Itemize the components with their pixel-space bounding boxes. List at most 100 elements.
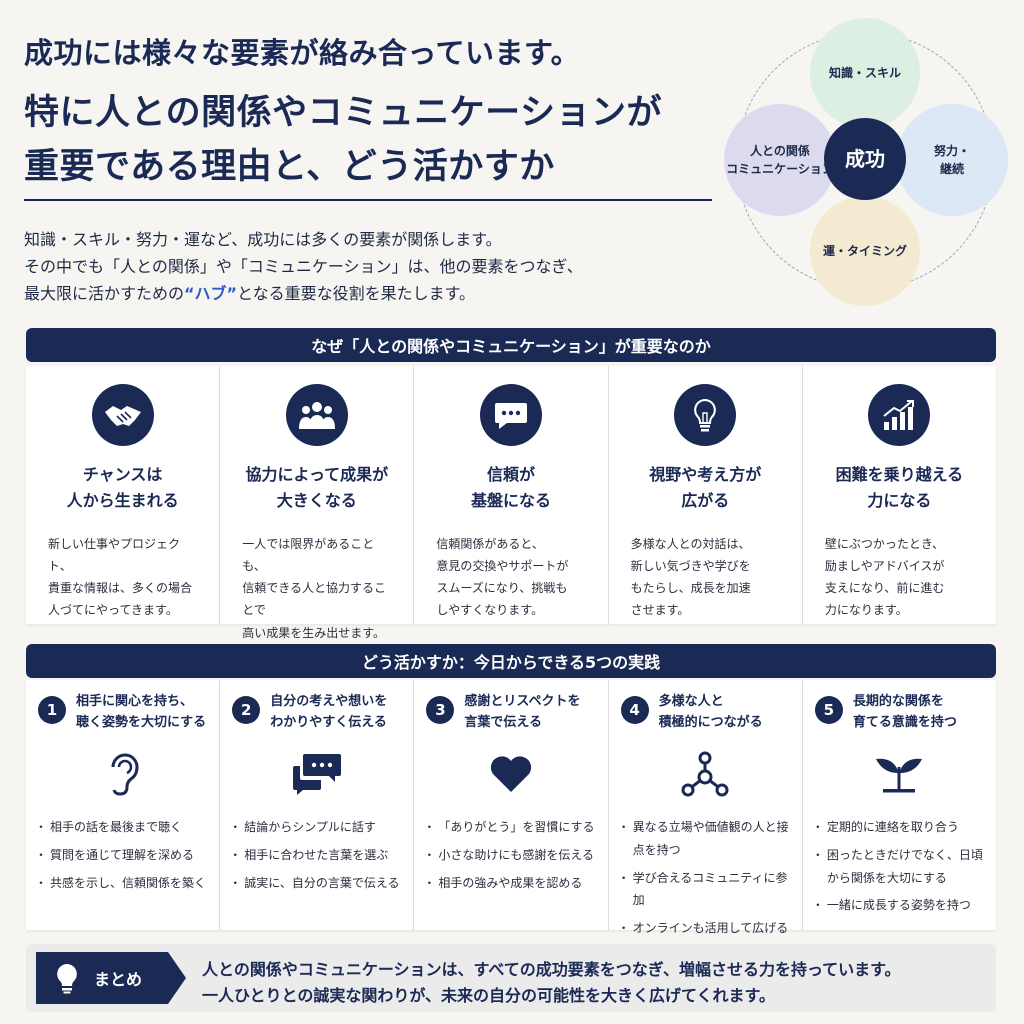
title-line: 協力によって成果が	[245, 465, 389, 484]
practice-card: 1 相手に関心を持ち、聴く姿勢を大切にする 相手の話を最後まで聴く 質問を通じて…	[26, 680, 221, 930]
title-line: 人から生まれる	[66, 491, 179, 511]
title-line: 視野や考え方が	[649, 465, 762, 484]
why-card-description: 一人では限界があることも、信頼できる人と協力することで高い成果を生み出せます。	[242, 533, 392, 644]
desc-line: スムーズになり、挑戦も	[436, 581, 568, 596]
desc-line: 励ましやアドバイスが	[824, 558, 945, 573]
factor-people-circle: 人との関係コミュニケーション	[724, 104, 836, 216]
desc-line: 信頼関係があると、	[436, 536, 544, 551]
title-line: 多様な人と	[658, 694, 724, 709]
factor-label: 人との関係コミュニケーション	[726, 142, 834, 178]
intro-text-line-3: 最大限に活かすための“ハブ”となる重要な役割を果たします。	[24, 280, 475, 304]
list-item: 小さな助けにも感謝を伝える	[423, 844, 604, 867]
hero-divider	[24, 199, 712, 201]
practice-title: 自分の考えや想いをわかりやすく伝える	[270, 692, 420, 734]
why-card-description: 多様な人との対話は、新しい気づきや学びをもたらし、成長を加速させます。	[631, 533, 781, 622]
factor-label-line: コミュニケーション	[726, 162, 834, 176]
desc-line: 新しい気づきや学びを	[630, 558, 751, 573]
title-line: 信頼が	[487, 465, 536, 484]
factor-label: 運・タイミング	[822, 244, 907, 258]
list-item: 学び合えるコミュニティに参加	[618, 867, 799, 913]
title-line: 長期的な関係を	[852, 694, 944, 709]
list-item: 質問を通じて理解を深める	[35, 844, 216, 867]
practice-number: 1	[38, 696, 66, 724]
hub-emphasis: “ハブ”	[184, 284, 238, 303]
why-card-description: 新しい仕事やプロジェクト、貴重な情報は、多くの場合人づてにやってきます。	[48, 533, 198, 622]
practice-title: 感謝とリスペクトを言葉で伝える	[464, 692, 614, 734]
group-icon	[285, 384, 348, 446]
why-card-description: 信頼関係があると、意見の交換やサポートがスムーズになり、挑戦もしやすくなります。	[436, 533, 586, 622]
desc-line: 人づてにやってきます。	[48, 603, 178, 618]
lightbulb-icon	[57, 964, 77, 994]
success-center-circle: 成功	[824, 118, 906, 200]
title-line: 感謝とリスペクトを	[464, 694, 581, 709]
practice-list: 結論からシンプルに話す 相手に合わせた言葉を選ぶ 誠実に、自分の言葉で伝える	[229, 816, 410, 899]
desc-line: 一人では限界があることも、	[242, 536, 375, 573]
sprout-icon	[871, 746, 927, 802]
intro-text-part: 最大限に活かすための	[24, 284, 185, 303]
title-line: 相手に関心を持ち、	[76, 694, 194, 709]
handshake-icon	[91, 384, 154, 446]
practice-title: 多様な人と積極的につながる	[659, 692, 809, 734]
desc-line: しやすくなります。	[436, 603, 544, 618]
title-line: 大きくなる	[276, 491, 357, 511]
how-cards-row: 1 相手に関心を持ち、聴く姿勢を大切にする 相手の話を最後まで聴く 質問を通じて…	[26, 680, 997, 940]
network-icon	[677, 746, 733, 802]
hero-title-line-1: 成功には様々な要素が絡み合っています。	[24, 36, 581, 70]
practice-list: 相手の話を最後まで聴く 質問を通じて理解を深める 共感を示し、信頼関係を築く	[35, 816, 216, 899]
title-line: 自分の考えや想いを	[270, 694, 388, 709]
list-item: 相手に合わせた言葉を選ぶ	[229, 844, 410, 867]
why-card-title: 困難を乗り越える力になる	[803, 462, 996, 515]
growth-chart-icon	[868, 384, 931, 446]
list-item: 共感を示し、信頼関係を築く	[35, 872, 216, 895]
title-line: 育てる意識を持つ	[852, 714, 957, 730]
desc-line: もたらし、成長を加速	[630, 581, 751, 596]
list-item: 困ったときだけでなく、日頃から関係を大切にする	[812, 844, 993, 890]
desc-line: させます。	[630, 603, 690, 618]
why-card: 信頼が基盤になる 信頼関係があると、意見の交換やサポートがスムーズになり、挑戦も…	[414, 366, 609, 624]
factor-label: 努力・継続	[934, 142, 970, 178]
desc-line: 壁にぶつかったとき、	[824, 536, 944, 551]
desc-line: 高い成果を生み出せます。	[242, 625, 386, 640]
hero-title-line-2: 特に人との関係やコミュニケーションが	[24, 92, 662, 133]
practice-number: 5	[814, 696, 843, 724]
why-card-title: 視野や考え方が広がる	[609, 462, 802, 515]
desc-line: 多様な人との対話は、	[630, 536, 751, 551]
practice-number: 3	[426, 696, 455, 724]
factor-luck-circle: 運・タイミング	[810, 196, 920, 306]
factor-label-line: 継続	[939, 162, 964, 176]
practice-title: 相手に関心を持ち、聴く姿勢を大切にする	[76, 692, 226, 734]
intro-text-line-2: その中でも「人との関係」や「コミュニケーション」は、他の要素をつなぎ、	[24, 257, 583, 276]
chat-bubble-icon	[480, 384, 542, 446]
desc-line: 信頼できる人と協力することで	[242, 581, 386, 618]
why-cards-row: チャンスは人から生まれる 新しい仕事やプロジェクト、貴重な情報は、多くの場合人づ…	[26, 366, 997, 640]
lightbulb-icon	[674, 384, 737, 446]
desc-line: 新しい仕事やプロジェクト、	[48, 536, 181, 573]
title-line: 言葉で伝える	[464, 714, 543, 730]
practice-title: 長期的な関係を育てる意識を持つ	[853, 692, 1003, 734]
summary-panel: まとめ 人との関係やコミュニケーションは、すべての成功要素をつなぎ、増幅させる力…	[26, 944, 996, 1012]
summary-tag: まとめ	[36, 952, 186, 1004]
practice-list: 定期的に連絡を取り合う 困ったときだけでなく、日頃から関係を大切にする 一緒に成…	[812, 816, 993, 922]
summary-tag-inner: まとめ	[36, 952, 186, 1004]
why-card: チャンスは人から生まれる 新しい仕事やプロジェクト、貴重な情報は、多くの場合人づ…	[26, 366, 221, 624]
list-item: 定期的に連絡を取り合う	[812, 816, 993, 839]
factor-label: 知識・スキル	[828, 66, 901, 80]
summary-label: まとめ	[94, 970, 143, 989]
title-line: チャンスは	[82, 465, 163, 484]
section-heading-text: なぜ「人との関係やコミュニケーション」が重要なのか	[311, 337, 711, 356]
ear-icon	[95, 746, 151, 802]
list-item: 一緒に成長する姿勢を持つ	[812, 894, 993, 917]
heart-icon	[483, 746, 539, 802]
list-item: 相手の話を最後まで聴く	[35, 816, 216, 839]
practice-number: 2	[232, 696, 261, 724]
list-item: 結論からシンプルに話す	[229, 816, 410, 839]
why-card-description: 壁にぶつかったとき、励ましやアドバイスが支えになり、前に進む力になります。	[825, 533, 975, 622]
title-line: 積極的につながる	[658, 714, 763, 730]
why-card-title: 信頼が基盤になる	[414, 462, 607, 515]
why-card: 困難を乗り越える力になる 壁にぶつかったとき、励ましやアドバイスが支えになり、前…	[802, 366, 997, 624]
why-card: 協力によって成果が大きくなる 一人では限界があることも、信頼できる人と協力するこ…	[220, 366, 415, 640]
